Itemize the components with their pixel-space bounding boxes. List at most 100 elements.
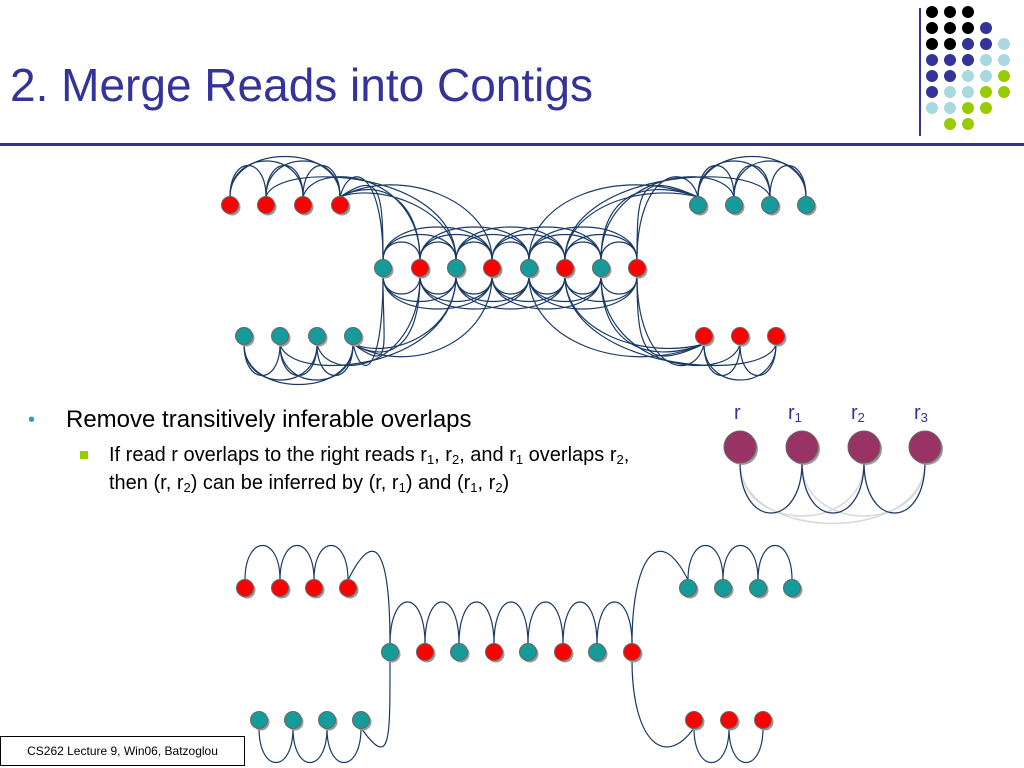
overlap-edge — [728, 727, 764, 764]
overlap-edge — [564, 176, 771, 261]
read-node-teal — [592, 259, 610, 277]
overlap-edge — [491, 275, 602, 310]
read-node-red — [294, 196, 312, 214]
example-label-r3: r3 — [914, 402, 928, 425]
decorative-dot — [980, 102, 992, 114]
read-node-teal — [352, 711, 370, 729]
decorative-dot — [962, 102, 974, 114]
overlap-edge — [243, 343, 354, 385]
overlap-edge — [631, 659, 695, 748]
example-label-r: r — [734, 402, 741, 424]
example-label-r1: r1 — [788, 402, 802, 425]
overlap-edge — [458, 601, 495, 645]
overlap-edge — [244, 544, 281, 581]
decorative-dot — [926, 102, 938, 114]
overlap-edge — [424, 601, 460, 645]
overlap-edge — [339, 192, 457, 261]
decorative-dot — [926, 54, 938, 66]
example-read-node — [908, 430, 942, 464]
overlap-edge — [243, 343, 281, 376]
overlap-edge — [600, 188, 699, 261]
overlap-edge — [863, 461, 926, 514]
read-node-red — [257, 196, 275, 214]
read-node-red — [483, 259, 501, 277]
overlap-edge — [229, 156, 341, 198]
overlap-edge — [265, 160, 341, 198]
square-bullet-icon — [80, 451, 88, 459]
transitive-example-graph — [723, 430, 943, 525]
decorative-dot — [998, 70, 1010, 82]
overlap-edge — [528, 275, 705, 358]
decorative-dot — [926, 38, 938, 50]
read-node-red — [556, 259, 574, 277]
decorative-dot — [944, 102, 956, 114]
read-node-red — [720, 711, 738, 729]
header-divider — [0, 143, 1024, 146]
overlap-edge — [382, 275, 493, 310]
overlap-edge — [316, 275, 421, 366]
decorative-dot — [980, 22, 992, 34]
overlap-edge — [360, 659, 391, 748]
overlap-edge — [687, 544, 724, 581]
footer-caption: CS262 Lecture 9, Win06, Batzoglou — [0, 736, 245, 766]
overlap-edge — [339, 188, 421, 261]
read-node-red — [554, 643, 572, 661]
overlap-edge — [600, 275, 705, 353]
overlap-edge — [419, 226, 530, 261]
example-label-r2: r2 — [851, 402, 865, 425]
read-node-teal — [749, 579, 767, 597]
decorative-dot — [962, 54, 974, 66]
example-read-node — [847, 430, 881, 464]
overlap-edge — [419, 275, 530, 310]
bullet-item: • Remove transitively inferable overlaps — [28, 406, 472, 433]
overlap-edge — [693, 727, 730, 764]
overlap-edge — [347, 550, 391, 645]
overlap-edge — [382, 226, 493, 261]
read-node-red — [485, 643, 503, 661]
overlap-edge — [279, 343, 354, 381]
read-node-teal — [344, 327, 362, 345]
bottom-graph-reduced — [236, 544, 803, 764]
decorative-dot — [926, 6, 938, 18]
read-node-teal — [250, 711, 268, 729]
overlap-edge — [316, 343, 354, 376]
overlap-edge — [703, 343, 777, 381]
overlap-edge — [229, 165, 267, 198]
overlap-edge — [562, 601, 598, 645]
overlap-edge — [739, 461, 803, 514]
decorative-dot — [944, 118, 956, 130]
decorative-dot — [944, 22, 956, 34]
overlap-edge — [769, 165, 807, 198]
overlap-edge — [352, 275, 457, 349]
overlap-edge — [564, 275, 705, 350]
read-node-teal — [381, 643, 399, 661]
read-node-red — [411, 259, 429, 277]
overlap-edge — [339, 176, 384, 261]
read-node-teal — [450, 643, 468, 661]
example-read-node — [785, 430, 819, 464]
overlap-edge — [302, 176, 421, 261]
header-vertical-rule — [919, 8, 921, 136]
overlap-edge — [631, 550, 689, 645]
read-node-red — [623, 643, 641, 661]
read-node-red — [628, 259, 646, 277]
overlap-edge — [455, 275, 566, 310]
bullet-list: • Remove transitively inferable overlaps… — [28, 405, 668, 497]
overlap-edge — [455, 226, 566, 261]
overlap-edge — [722, 544, 759, 581]
overlap-edge — [279, 544, 315, 581]
overlap-edge — [528, 226, 638, 261]
decorative-dot — [980, 86, 992, 98]
overlap-edge — [733, 165, 771, 198]
read-node-red — [236, 579, 254, 597]
read-node-teal — [284, 711, 302, 729]
decorative-dot — [998, 38, 1010, 50]
overlap-edge — [757, 544, 793, 581]
overlap-edge — [389, 601, 426, 645]
overlap-edge — [265, 165, 304, 198]
read-node-teal — [374, 259, 392, 277]
read-node-teal — [271, 327, 289, 345]
overlap-edge — [279, 343, 318, 376]
overlap-edge — [600, 275, 638, 295]
